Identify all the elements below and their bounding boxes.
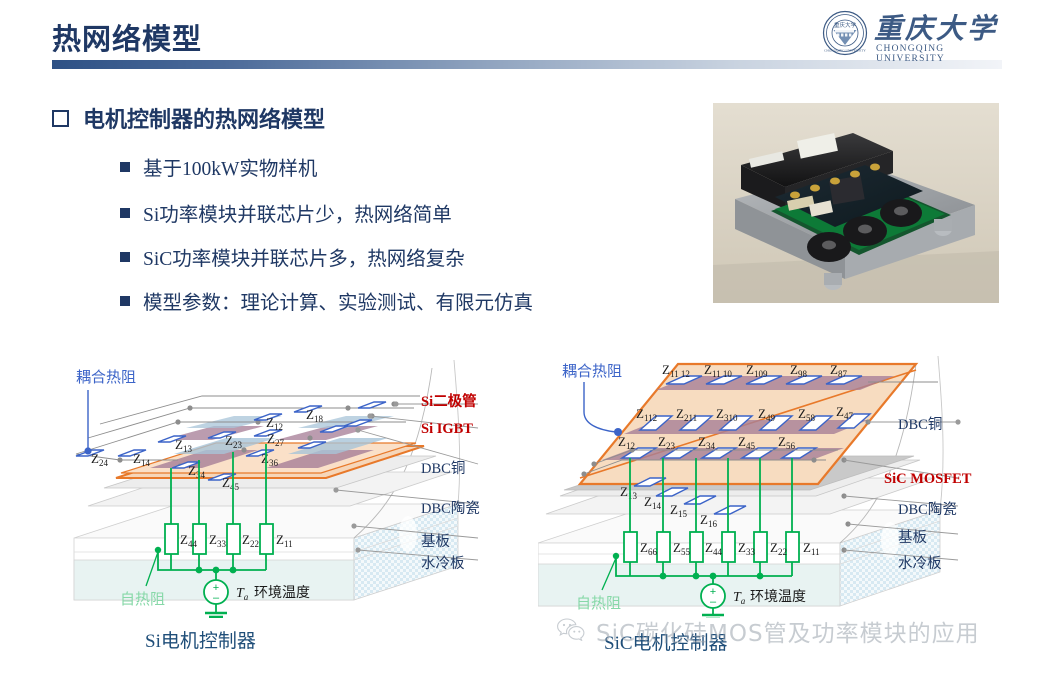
section-heading: 电机控制器的热网络模型	[52, 102, 325, 134]
svg-text:+: +	[213, 582, 219, 594]
bullet-label: 基于100kW实物样机	[143, 159, 318, 180]
svg-text:耦合热阻: 耦合热阻	[562, 363, 622, 380]
bullet-label: SiC功率模块并联芯片多，热网络复杂	[143, 249, 465, 270]
ground-icon	[702, 613, 724, 618]
svg-text:–: –	[710, 596, 717, 608]
diagram-sic-controller: 耦合热阻 Z11 12 Z11 10 Z109 Z98 Z87 Z112 Z21…	[538, 338, 1038, 618]
voltage-source-icon: + –	[700, 576, 726, 614]
layer-label: 水冷板	[898, 556, 942, 572]
filled-square-bullet-icon	[120, 251, 130, 262]
page-title: 热网络模型	[52, 22, 203, 56]
wechat-icon	[556, 617, 586, 646]
layer-label: 基板	[898, 530, 927, 546]
bullet-item: SiC功率模块并联芯片多，热网络复杂	[120, 242, 465, 271]
coupling-pointer	[583, 382, 622, 436]
logo-subtitle: CHONGQING UNIVERSITY	[876, 44, 945, 64]
svg-text:重庆大学: 重庆大学	[834, 21, 857, 29]
svg-text:Z27: Z27	[267, 431, 284, 448]
filled-square-bullet-icon	[120, 295, 130, 306]
svg-text:Z18: Z18	[306, 407, 323, 424]
slide-header: 热网络模型 重庆大学 CHONGQING UNIVERSITY	[0, 0, 1042, 72]
prototype-photo	[713, 103, 999, 303]
layer-label: SiC MOSFET	[884, 471, 972, 487]
university-seal-icon: 重庆大学 CHONGQING UNIVERSITY	[822, 10, 868, 56]
svg-text:环境温度: 环境温度	[254, 585, 310, 601]
diagram-caption-si: Si电机控制器	[145, 631, 256, 652]
layer-label: 水冷板	[421, 556, 465, 572]
layer-label: 基板	[421, 534, 450, 550]
voltage-source-icon: + –	[203, 570, 229, 612]
bullet-label: Si功率模块并联芯片少，热网络简单	[143, 205, 452, 226]
university-logo: 重庆大学 CHONGQING UNIVERSITY 重庆大学 CHONGQING…	[822, 8, 1008, 64]
watermark-label: SiC碳化硅MOS管及功率模块的应用	[596, 621, 980, 647]
svg-text:耦合热阻: 耦合热阻	[76, 369, 136, 386]
filled-square-bullet-icon	[120, 207, 130, 218]
bullet-item: 基于100kW实物样机	[120, 152, 317, 181]
svg-text:环境温度: 环境温度	[750, 589, 806, 605]
layer-label: DBC陶瓷	[421, 501, 480, 517]
svg-text:Z24: Z24	[91, 451, 108, 468]
coupling-pointer	[84, 390, 92, 455]
svg-text:CHONGQING UNIVERSITY: CHONGQING UNIVERSITY	[824, 49, 866, 53]
svg-text:Z23: Z23	[225, 433, 242, 450]
diagram-caption-sic: SiC电机控制器	[604, 633, 728, 654]
section-heading-label: 电机控制器的热网络模型	[83, 108, 326, 133]
header-divider	[52, 60, 1002, 69]
bullet-item: 模型参数：理论计算、实验测试、有限元仿真	[120, 286, 533, 315]
layer-label: DBC陶瓷	[898, 502, 957, 518]
layer-label: DBC铜	[421, 461, 466, 477]
bullet-item: Si功率模块并联芯片少，热网络简单	[120, 198, 452, 227]
watermark: SiC碳化硅MOS管及功率模块的应用	[556, 614, 980, 648]
filled-square-bullet-icon	[120, 161, 130, 172]
logo-wordmark: 重庆大学	[874, 12, 999, 45]
svg-text:–: –	[213, 592, 220, 604]
layer-label: Si IGBT	[421, 421, 473, 437]
svg-text:+: +	[710, 586, 716, 598]
svg-text:自热阻: 自热阻	[120, 591, 165, 608]
ground-icon	[205, 611, 227, 618]
hollow-square-bullet-icon	[52, 109, 69, 127]
layer-label: Si二极管	[421, 394, 477, 410]
layer-label: DBC铜	[898, 417, 943, 433]
svg-text:Z14: Z14	[133, 451, 150, 468]
svg-text:自热阻: 自热阻	[576, 595, 621, 612]
bullet-label: 模型参数：理论计算、实验测试、有限元仿真	[143, 293, 534, 314]
diagram-si-controller: 耦合热阻 Z24 Z14 Z13 Z23 Z12 Z18 Z27 Z34 Z36…	[58, 338, 528, 618]
